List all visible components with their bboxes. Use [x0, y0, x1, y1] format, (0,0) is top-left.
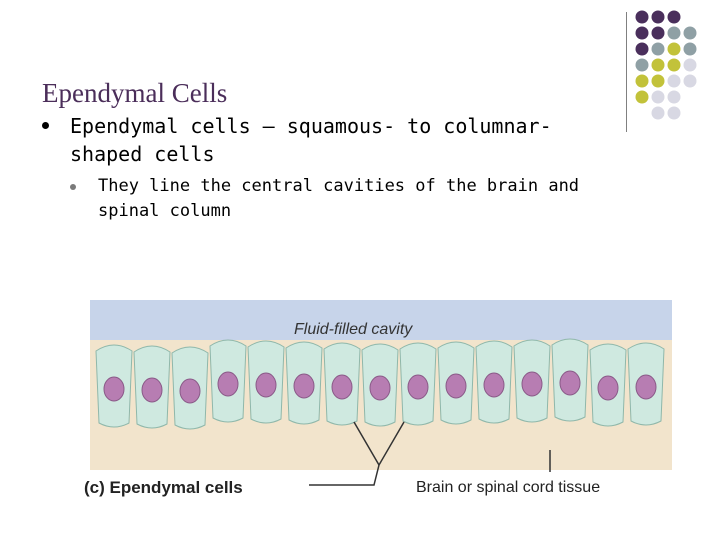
pointer-line [309, 464, 380, 486]
decorative-dot [635, 74, 649, 88]
divider-line [626, 12, 627, 132]
cell-nucleus [559, 370, 581, 396]
bullet-item: Ependymal cells – squamous- to columnar-… [42, 112, 582, 168]
decorative-dot [683, 74, 697, 88]
decorative-dot [635, 58, 649, 72]
cell-nucleus [217, 371, 239, 397]
decorative-dot [683, 42, 697, 56]
decorative-dot [667, 58, 681, 72]
pointer-branch [353, 421, 405, 466]
decorative-dot [651, 10, 665, 24]
decorative-dot [667, 106, 681, 120]
cell-nucleus [521, 371, 543, 397]
decorative-dot [667, 26, 681, 40]
decorative-dot [651, 58, 665, 72]
cell-nucleus [141, 377, 163, 403]
cell-nucleus [483, 372, 505, 398]
cell-nucleus [597, 375, 619, 401]
decorative-dot [667, 74, 681, 88]
cavity-label: Fluid-filled cavity [294, 321, 413, 338]
sub-bullet-dot-icon [70, 184, 76, 190]
decorative-dot [635, 26, 649, 40]
bullet-text: Ependymal cells – squamous- to columnar-… [70, 114, 552, 166]
decorative-dot [651, 26, 665, 40]
decorative-dot [667, 90, 681, 104]
cell-nucleus [445, 373, 467, 399]
decorative-dot [667, 42, 681, 56]
cell-nucleus [179, 378, 201, 404]
sub-bullet-text: They line the central cavities of the br… [98, 176, 580, 221]
decorative-dot [651, 90, 665, 104]
ependymal-cells-illustration: Fluid-filled cavity (c) Ependymal cells … [84, 300, 672, 497]
decorative-dot [635, 90, 649, 104]
cell-nucleus [255, 372, 277, 398]
decorative-dot [651, 106, 665, 120]
slide-title: Ependymal Cells [42, 78, 228, 108]
cell-nucleus [369, 375, 391, 401]
cell-nucleus [331, 374, 353, 400]
decorative-dot [683, 58, 697, 72]
cell-layer [95, 338, 665, 430]
decorative-dot [667, 10, 681, 24]
decorative-dot [683, 26, 697, 40]
figure-part-label: (c) Ependymal cells [84, 478, 243, 497]
cell-nucleus [635, 374, 657, 400]
decorative-dot [635, 10, 649, 24]
decorative-dot [651, 74, 665, 88]
decorative-dot [635, 42, 649, 56]
tissue-label: Brain or spinal cord tissue [416, 479, 600, 496]
decorative-dot-grid [635, 10, 697, 120]
cell-nucleus [103, 376, 125, 402]
cell-nucleus [293, 373, 315, 399]
decorative-dot [651, 42, 665, 56]
cell-nucleus [407, 374, 429, 400]
bullet-dot-icon [42, 122, 49, 129]
sub-bullet-item: They line the central cavities of the br… [70, 174, 580, 224]
